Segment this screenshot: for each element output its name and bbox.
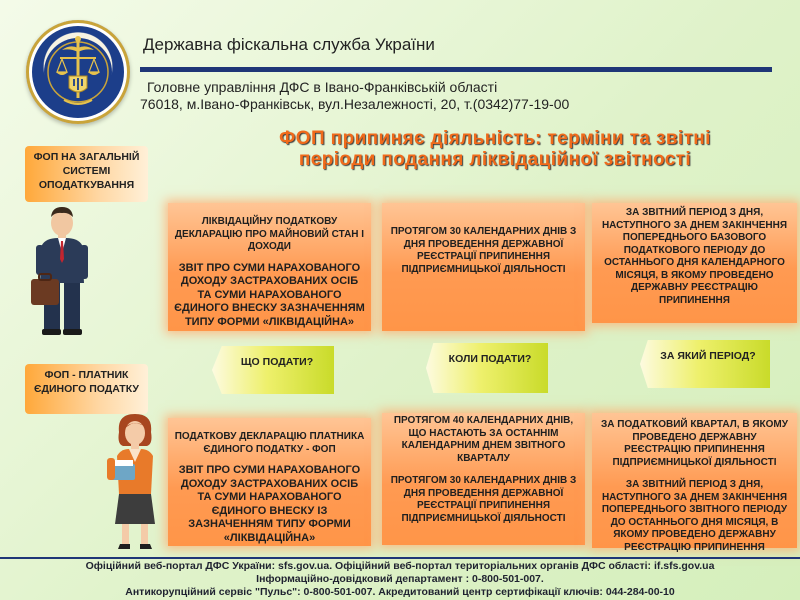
businessman-figure	[31, 207, 88, 335]
general-when-card: ПРОТЯГОМ 30 КАЛЕНДАРНИХ ДНІВ З ДНЯ ПРОВЕ…	[382, 203, 585, 331]
single-what-report: Звіт про суми нарахованого доходу застра…	[178, 464, 361, 544]
title-line-2: періоди подання ліквідаційної звітності	[298, 149, 692, 170]
footer-divider	[0, 557, 800, 559]
label-general-system: ФОП НА ЗАГАЛЬНІЙ СИСТЕМІ ОПОДАТКУВАННЯ	[25, 146, 148, 202]
question-what: ЩО ПОДАТИ?	[212, 346, 334, 394]
single-what-declaration: ПОДАТКОВУ ДЕКЛАРАЦІЮ ПЛАТНИКА ЄДИНОГО ПО…	[174, 431, 365, 455]
single-period-reporting: ЗА ЗВІТНИЙ ПЕРІОД З ДНЯ, НАСТУПНОГО ЗА Д…	[601, 479, 788, 553]
agency-name: Державна фіскальна служба України	[143, 35, 435, 54]
general-what-report: Звіт про суми нарахованого доходу застра…	[174, 261, 365, 328]
single-period-quarter: ЗА ПОДАТКОВИЙ КВАРТАЛ, В ЯКОМУ ПРОВЕДЕНО…	[601, 419, 788, 468]
general-when-text: ПРОТЯГОМ 30 КАЛЕНДАРНИХ ДНІВ З ДНЯ ПРОВЕ…	[390, 226, 577, 275]
single-period-card: ЗА ПОДАТКОВИЙ КВАРТАЛ, В ЯКОМУ ПРОВЕДЕНО…	[592, 413, 797, 553]
footer-anticorruption: Антикорупційний сервіс "Пульс": 0-800-50…	[125, 586, 675, 598]
single-when-card: ПРОТЯГОМ 40 КАЛЕНДАРНИХ ДНІВ, ЩО НАСТАЮТ…	[382, 413, 585, 545]
single-when-termination: ПРОТЯГОМ 30 КАЛЕНДАРНИХ ДНІВ З ДНЯ ПРОВЕ…	[390, 475, 577, 524]
question-when: КОЛИ ПОДАТИ?	[426, 343, 548, 393]
businesswoman-figure	[107, 414, 155, 549]
address-line: 76018, м.Івано-Франківськ, вул.Незалежно…	[140, 96, 570, 112]
single-when-quarter: ПРОТЯГОМ 40 КАЛЕНДАРНИХ ДНІВ, ЩО НАСТАЮТ…	[393, 415, 574, 464]
general-what-card: ЛІКВІДАЦІЙНУ ПОДАТКОВУ ДЕКЛАРАЦІЮ ПРО МА…	[168, 203, 371, 331]
question-period: ЗА ЯКИЙ ПЕРІОД?	[640, 340, 770, 388]
general-what-declaration: ЛІКВІДАЦІЙНУ ПОДАТКОВУ ДЕКЛАРАЦІЮ ПРО МА…	[174, 216, 365, 252]
general-period-text: ЗА ЗВІТНИЙ ПЕРІОД З ДНЯ, НАСТУПНОГО ЗА Д…	[601, 207, 788, 306]
footer-portals: Офіційний веб-портал ДФС України: sfs.go…	[85, 560, 715, 572]
general-period-card: ЗА ЗВІТНИЙ ПЕРІОД З ДНЯ, НАСТУПНОГО ЗА Д…	[592, 203, 797, 323]
label-single-tax-payer: ФОП - ПЛАТНИК ЄДИНОГО ПОДАТКУ	[25, 364, 148, 414]
title-line-1: ФОП припиняє діяльність: терміни та звіт…	[279, 128, 711, 149]
department-name: Головне управління ДФС в Івано-Франківсь…	[147, 79, 498, 95]
footer-info-department: Інформаційно-довідковий департамент : 0-…	[256, 573, 544, 585]
single-what-card: ПОДАТКОВУ ДЕКЛАРАЦІЮ ПЛАТНИКА ЄДИНОГО ПО…	[168, 418, 371, 546]
emblem-logo	[26, 20, 130, 124]
header-divider	[140, 67, 772, 72]
page-title: ФОП припиняє діяльність: терміни та звіт…	[200, 128, 790, 170]
footer: Офіційний веб-портал ДФС України: sfs.go…	[0, 560, 800, 599]
